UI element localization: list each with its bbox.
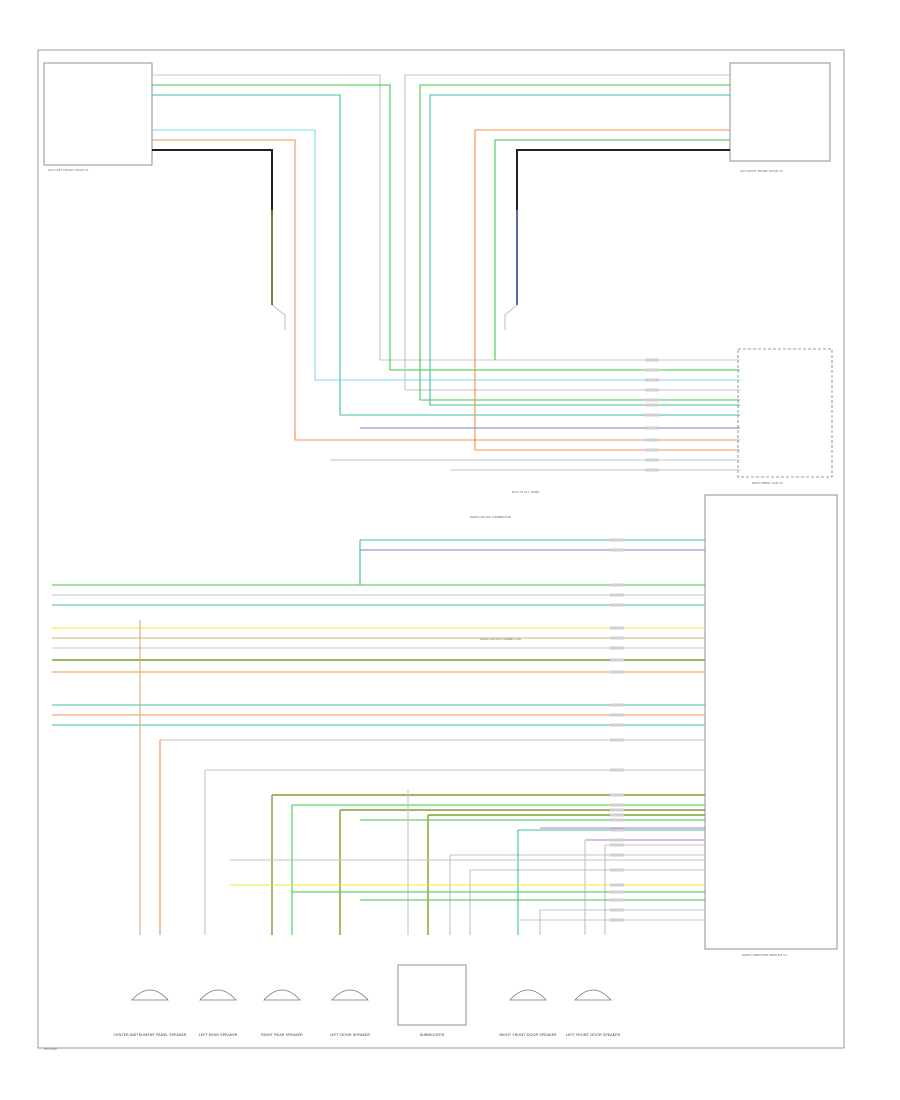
left-door-connector: AUX LEFT FRONT DOOR C1 [43, 62, 153, 172]
wire-11 [429, 94, 740, 406]
pin-tick [645, 403, 659, 407]
amplifier-connector: RADIO AMPLIFIER MODULE C1 [704, 494, 838, 957]
right-door-connector: AUX RIGHT FRONT DOOR C1 [729, 62, 831, 173]
pin-tick [610, 658, 624, 662]
pin-tick [645, 448, 659, 452]
pin-tick [610, 603, 624, 607]
pin-tick [610, 818, 624, 822]
pin-tick [610, 593, 624, 597]
splice-note-2: RADIO SPLICE CONNECTOR [480, 637, 521, 641]
wire-10 [419, 84, 740, 401]
amplifier-label: RADIO AMPLIFIER MODULE C1 [742, 953, 787, 957]
left-door-speaker: LEFT DOOR SPEAKER [330, 989, 370, 1037]
left-rear-speaker-label: LEFT REAR SPEAKER [199, 1032, 238, 1037]
pin-tick [610, 723, 624, 727]
pin-tick [610, 583, 624, 587]
pin-tick [645, 426, 659, 430]
wire-2 [152, 84, 740, 371]
wire-13 [494, 139, 730, 360]
pin-tick [610, 908, 624, 912]
left-front-door-speaker: LEFT FRONT DOOR SPEAKER [566, 989, 621, 1037]
subwoofer: SUBWOOFER [397, 964, 467, 1037]
pin-tick [610, 890, 624, 894]
left-door-speaker-label: LEFT DOOR SPEAKER [330, 1032, 370, 1037]
subwoofer-box [397, 964, 467, 1026]
wire-4 [152, 129, 740, 381]
pin-tick [645, 388, 659, 392]
pin-tick [610, 646, 624, 650]
left-front-door-speaker-label: LEFT FRONT DOOR SPEAKER [566, 1032, 621, 1037]
pin-labels [610, 358, 659, 922]
pin-tick [610, 538, 624, 542]
pin-tick [645, 458, 659, 462]
pin-tick [610, 868, 624, 872]
pin-tick [645, 438, 659, 442]
pin-tick [610, 843, 624, 847]
center-speaker: CENTER INSTRUMENT PANEL SPEAKER [113, 989, 187, 1037]
pin-tick [610, 768, 624, 772]
center-speaker-label: CENTER INSTRUMENT PANEL SPEAKER [113, 1032, 186, 1037]
pin-tick [610, 803, 624, 807]
speaker-symbol [331, 989, 369, 1001]
pin-tick [610, 738, 624, 742]
pin-tick [645, 368, 659, 372]
speaker-symbol [263, 989, 301, 1001]
pin-tick [610, 813, 624, 817]
module-c2-label: HIGH SPEED CAN C2 [752, 481, 783, 485]
right-rear-speaker-label: RIGHT REAR SPEAKER [261, 1032, 303, 1037]
pin-tick [610, 883, 624, 887]
pin-tick [610, 838, 624, 842]
pin-tick [610, 703, 624, 707]
module-c2-connector: HIGH SPEED CAN C2 [737, 348, 833, 485]
wire-14 [516, 149, 730, 305]
right-door-connector-label: AUX RIGHT FRONT DOOR C1 [740, 169, 783, 173]
subwoofer-label: SUBWOOFER [420, 1032, 445, 1037]
right-front-door-speaker-label: RIGHT FRONT DOOR SPEAKER [499, 1032, 557, 1037]
wire-3 [152, 94, 740, 416]
pin-tick [610, 626, 624, 630]
speaker-symbol [199, 989, 237, 1001]
wire-12 [474, 129, 740, 451]
wire-5 [152, 139, 740, 441]
wire-9 [404, 74, 740, 391]
pin-tick [610, 808, 624, 812]
pin-tick [610, 713, 624, 717]
wires [52, 74, 740, 935]
wire-1 [152, 74, 740, 361]
left-rear-speaker: LEFT REAR SPEAKER [199, 989, 238, 1037]
pin-tick [645, 413, 659, 417]
diagram-frame [37, 49, 845, 1049]
splice-note: RADIO SPLICE CONNECTOR [470, 515, 511, 519]
figure-id: W13000 [44, 1047, 57, 1051]
speakers: CENTER INSTRUMENT PANEL SPEAKER LEFT REAR… [113, 964, 621, 1037]
wire-16 [504, 304, 518, 330]
pin-tick [645, 358, 659, 362]
hot-note: HOT AT ALL TIMES [512, 490, 540, 494]
right-front-door-speaker: RIGHT FRONT DOOR SPEAKER [499, 989, 557, 1037]
pin-tick [610, 918, 624, 922]
pin-tick [610, 548, 624, 552]
wire-6 [152, 149, 273, 305]
pin-tick [610, 670, 624, 674]
pin-tick [610, 853, 624, 857]
pin-tick [645, 378, 659, 382]
pin-tick [610, 636, 624, 640]
pin-tick [645, 398, 659, 402]
speaker-symbol [509, 989, 547, 1001]
wire-7 [271, 304, 286, 330]
left-door-connector-label: AUX LEFT FRONT DOOR C1 [48, 168, 89, 172]
pin-tick [645, 468, 659, 472]
pin-tick [610, 828, 624, 832]
speaker-symbol [574, 989, 612, 1001]
speaker-symbol [131, 989, 169, 1001]
pin-tick [610, 898, 624, 902]
pin-tick [610, 793, 624, 797]
right-rear-speaker: RIGHT REAR SPEAKER [261, 989, 303, 1037]
